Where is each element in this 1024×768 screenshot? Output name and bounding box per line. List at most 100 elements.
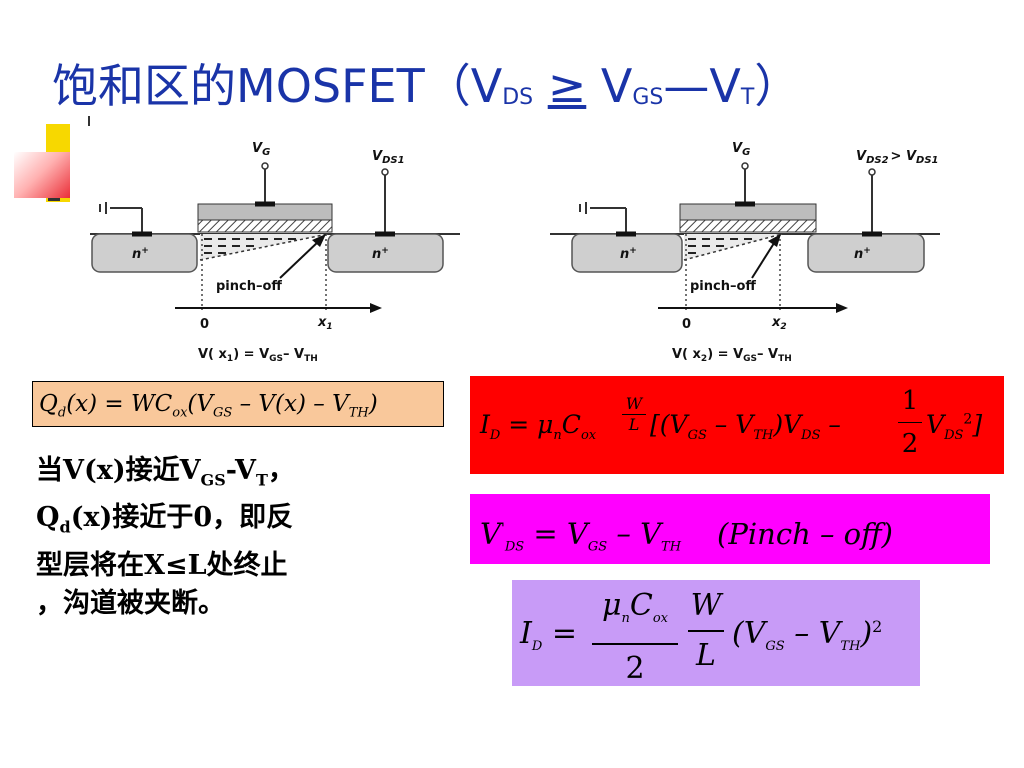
title-sub-gs: GS [632,85,664,110]
pinch-v: V [480,516,501,551]
explanation-text: 当V(x)接近VGS-VT， Qd(x)接近于0，即反 型层将在X≤L处终止 ，… [36,452,416,623]
ids-sub-gs: GS [765,639,785,654]
channel-charges [688,238,752,254]
idl-sq: 2 [963,411,973,428]
eq-left-part0: V( x [198,347,228,362]
title-paren-open: （ [424,59,471,113]
idl-sub-th: TH [753,428,774,443]
note-l1a: 当V(x)接近V [36,455,201,486]
decor-gradient-square [14,152,76,198]
note-line-2: Qd(x)接近于0，即反 [36,499,416,546]
title-sub-ds: DS [502,85,534,110]
idl-sub-n: n [553,428,562,443]
title-paren-close: ） [754,59,801,113]
decor-dash [48,198,60,201]
equation-pinch-off-box: V'DS = VGS – VTH(Pinch – off) [470,494,990,564]
ids-sub-th: TH [840,639,861,654]
svg-text:n+: n+ [854,246,871,262]
mosfet-diagram-left: VG VDS1 n+ n+ pinch–off 0 x1 V( x1) = VG… [90,141,460,364]
id-sat-fraction-1: μnCox 2 [592,582,678,693]
idl-c: C [561,410,581,439]
idl-rest3: )V [773,410,802,439]
idl-eq: = μ [500,410,554,439]
pinch-minus: – V [607,516,662,551]
pinch-prime: ' [500,521,505,537]
ids-c: C [629,588,653,623]
qd-sub-ox: ox [172,405,188,421]
svg-text:n+: n+ [372,246,389,262]
ids-two: 2 [592,643,678,693]
idl-l: L [622,414,646,435]
label-v-x1-equation: V( x1) = VGS– VTH [198,347,318,364]
note-line-3: 型层将在X≤L处终止 [36,549,288,581]
id-linear-tail: VDS2] [926,410,982,443]
note-l1b: -V [225,455,256,486]
eq-left-part3: GS [269,354,283,364]
eq-right-part5: TH [778,354,792,364]
label-x2-sub: 2 [780,322,786,332]
eq-left-part5: TH [304,354,318,364]
label-vg-sub: G [262,147,270,158]
label-n-drain: n [854,247,863,262]
ids-sub-n: n [621,611,630,626]
label-vg-sub: G [742,147,750,158]
ids-eq: = [542,616,577,651]
label-x1-sub: 1 [326,322,332,332]
svg-text:n+: n+ [620,246,637,262]
svg-text:VDS1: VDS1 [372,149,405,166]
channel-charges [204,238,296,254]
label-n-source-plus: + [629,246,637,256]
eq-right-part2: ) = V [707,347,743,362]
label-vds2: V [856,149,867,164]
id-linear-body: [(VGS – VTH)VDS – [650,410,841,443]
label-vds2-sub: DS2 [866,155,889,166]
svg-text:n+: n+ [132,246,149,262]
idl-sub-ox: ox [580,428,597,443]
svg-text:VG: VG [252,141,270,158]
label-vds1-sub: DS1 [382,155,404,166]
pinch-sub-ds: DS [504,539,525,555]
title-v-t: V [709,59,741,113]
label-n-source-plus: + [141,246,149,256]
label-n-drain: n [372,247,381,262]
label-pinch-off: pinch–off [216,279,282,294]
qd-rest4: ) [368,391,378,417]
label-n-drain-plus: + [381,246,389,256]
id-linear-half: 1 2 [898,380,922,465]
label-x1: x [317,315,327,330]
ids-rest2: – V [784,616,841,651]
id-linear-w-over-l: W L [622,394,646,435]
eq-right-part1: 2 [701,354,707,364]
eq-right-part4: – V [757,347,778,362]
note-l2a: Q [36,502,60,534]
title-v-gs: V [600,59,633,113]
title-minus: — [663,59,710,113]
slide-title: 饱和区的MOSFET（VDS ≥ VGS—VT） [52,46,800,126]
label-vds1: V [372,149,383,164]
equation-id-sat-box: ID = μnCox 2 W L (VGS – VTH)2 [512,580,920,686]
label-gt-vds1-sub: DS1 [916,155,938,166]
label-n-source: n [132,247,141,262]
eq-right-part3: GS [743,354,757,364]
qd-sub-d: d [57,405,67,421]
ids-sq: 2 [872,617,883,636]
id-sat-lhs: ID = [520,616,577,654]
idl-i: I [480,410,490,439]
decor-tick [88,116,90,126]
title-sub-t: T [740,85,755,110]
equation-id-linear-box: ID = μnCox W L [(VGS – VTH)VDS – 1 2 VDS… [470,376,1004,474]
pinch-sub-gs: GS [587,539,608,555]
gate-oxide [679,219,817,233]
note-l1-sub-t: T [255,470,268,490]
qd-sub-gs: GS [213,405,233,421]
mosfet-diagram-right: VG VDS2> VDS1 n+ n+ pinch–off 0 x2 V( x2… [550,141,940,364]
gate-oxide [197,219,333,233]
note-l1c: ， [267,455,295,486]
idl-rest4: – [820,410,841,439]
ids-i: I [520,616,532,651]
ids-rest1: (V [732,616,766,651]
title-ge-sign: ≥ [547,59,587,113]
idl-rest6: ] [972,410,983,439]
label-n-drain-plus: + [863,246,871,256]
id-sat-fraction-2: W L [688,582,724,680]
